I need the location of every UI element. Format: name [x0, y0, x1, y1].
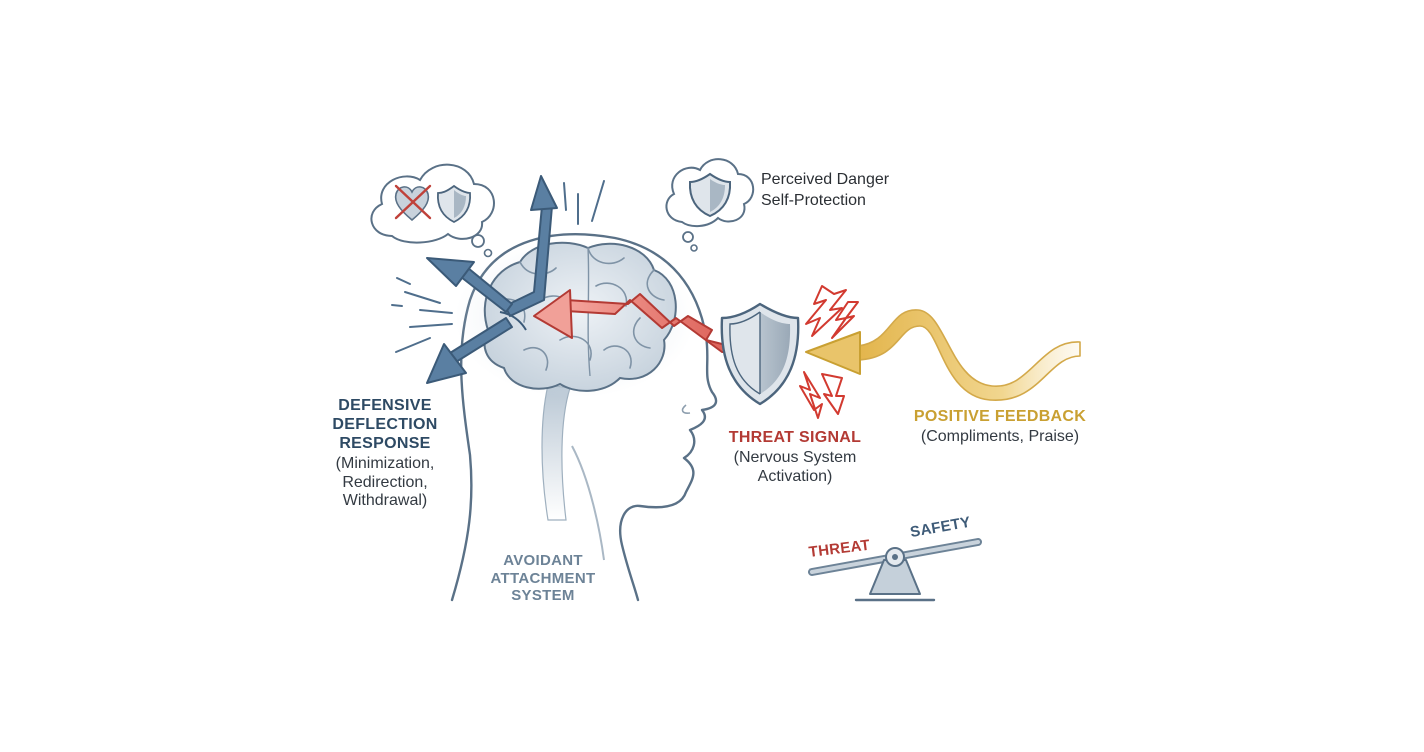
small-shield-icon: [437, 184, 471, 224]
threat-signal-arrow-head: [533, 289, 573, 339]
threat-signal-detail-line: Activation): [757, 467, 833, 485]
crossed-heart-icon: [394, 184, 432, 222]
defensive-detail-line: (Minimization,: [335, 454, 435, 472]
avoidant-line: ATTACHMENT: [490, 569, 596, 587]
positive-feedback-detail: (Compliments, Praise): [920, 427, 1080, 445]
defensive-title-line: DEFENSIVE: [338, 397, 432, 414]
positive-feedback-title: POSITIVE FEEDBACK: [913, 408, 1087, 425]
avoidant-line: SYSTEM: [511, 587, 575, 605]
lightning-icon: [799, 285, 859, 419]
perceived-danger-label: Perceived Danger Self-Protection: [761, 170, 889, 212]
head-silhouette: [450, 233, 718, 602]
defensive-deflection-label: DEFENSIVE DEFLECTION RESPONSE (Minimizat…: [300, 397, 470, 511]
shield-icon: [720, 302, 800, 406]
deflection-arrow-left-upper-head: [426, 257, 475, 287]
defensive-title-line: RESPONSE: [339, 434, 431, 452]
defensive-detail-line: Redirection,: [342, 473, 428, 491]
spinal-column: [541, 384, 571, 521]
threat-signal-arrow: [533, 289, 755, 353]
threat-signal-label: THREAT SIGNAL (Nervous System Activation…: [715, 429, 875, 487]
threat-signal-title: THREAT SIGNAL: [728, 429, 862, 446]
perceived-danger-line: Perceived Danger: [761, 171, 890, 188]
perceived-danger-bubble: [665, 158, 754, 252]
defensive-detail-line: Withdrawal): [342, 492, 428, 510]
motion-lines: [391, 180, 605, 353]
balance-scale-icon: [808, 538, 982, 602]
positive-feedback-label: POSITIVE FEEDBACK (Compliments, Praise): [905, 408, 1095, 447]
deflection-arrow-left-lower-head: [426, 343, 467, 384]
thought-bubble-icon: [370, 163, 495, 258]
threat-signal-detail-line: (Nervous System: [733, 448, 857, 466]
deflection-arrow-up-head: [530, 175, 558, 211]
avoidant-line: AVOIDANT: [503, 552, 583, 569]
self-protection-line: Self-Protection: [761, 191, 866, 209]
defensive-title-line: DEFLECTION: [332, 415, 438, 433]
positive-feedback-arrow-head: [805, 331, 861, 375]
brain: [455, 238, 695, 398]
avoidant-attachment-label: AVOIDANT ATTACHMENT SYSTEM: [478, 552, 608, 605]
deflection-arrows: [426, 175, 558, 384]
shield-icon: [688, 172, 732, 218]
positive-feedback-arrow: [805, 309, 1081, 401]
